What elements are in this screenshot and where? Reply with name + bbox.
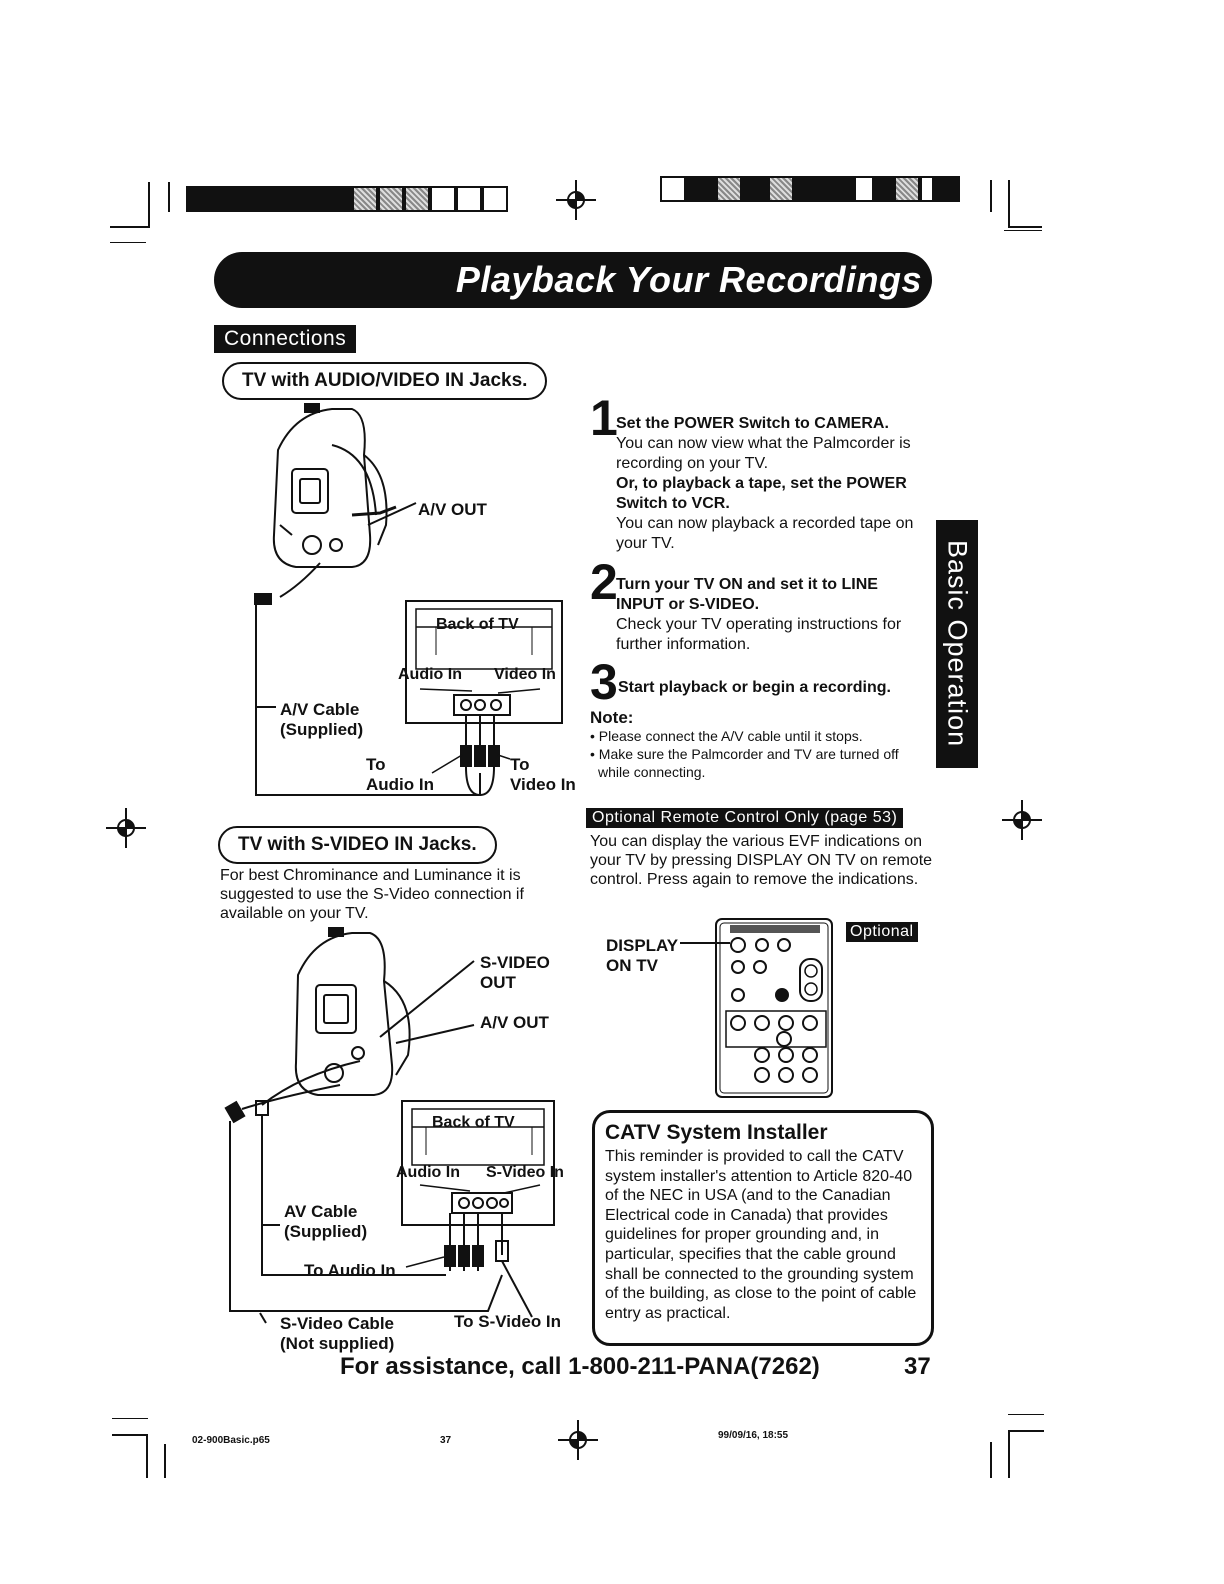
remote-description: You can display the various EVF indicati… xyxy=(590,832,935,889)
crop-mark xyxy=(1008,1414,1044,1415)
registration-crosshair-icon xyxy=(106,808,146,848)
crop-mark xyxy=(1008,1430,1044,1432)
note-item: • Make sure the Palmcorder and TV are tu… xyxy=(590,745,930,781)
crop-mark xyxy=(1008,180,1010,226)
tv-svideo-heading: TV with S-VIDEO IN Jacks. xyxy=(218,826,497,864)
svideo-description: For best Chrominance and Luminance it is… xyxy=(220,866,565,923)
video-in-label: Video In xyxy=(494,665,556,685)
audio-in-label-2: Audio In xyxy=(396,1163,460,1183)
step-number: 3 xyxy=(590,660,618,704)
registration-bar-left xyxy=(186,186,508,212)
svideo-out-label: S-VIDEO OUT xyxy=(480,953,550,993)
crop-mark xyxy=(110,226,150,228)
step-2: 2 Turn your TV ON and set it to LINE INP… xyxy=(590,560,920,655)
crop-mark xyxy=(112,1418,148,1419)
step-1: 1 Set the POWER Switch to CAMERA. You ca… xyxy=(590,396,930,554)
page-number: 37 xyxy=(904,1353,931,1381)
crop-mark xyxy=(1008,1430,1010,1478)
registration-crosshair-icon xyxy=(1002,800,1042,840)
av-out-label: A/V OUT xyxy=(418,500,487,520)
step-2-detail: Check your TV operating instructions for… xyxy=(616,616,901,653)
step-3: 3 Start playback or begin a recording. xyxy=(590,660,930,698)
page-title-text: Playback Your Recordings xyxy=(456,259,922,301)
crop-mark xyxy=(112,1434,148,1436)
step-3-instruction: Start playback or begin a recording. xyxy=(618,679,891,696)
crop-mark xyxy=(990,1442,992,1478)
back-of-tv-label: Back of TV xyxy=(436,615,519,635)
optional-badge: Optional xyxy=(846,922,918,942)
note-item: • Please connect the A/V cable until it … xyxy=(590,727,930,745)
section-heading-connections: Connections xyxy=(214,325,356,353)
registration-bar-right xyxy=(660,176,960,202)
crop-mark xyxy=(1004,230,1042,231)
crop-mark xyxy=(146,1434,148,1478)
registration-crosshair-icon xyxy=(558,1420,598,1460)
side-tab-basic-operation: Basic Operation xyxy=(936,520,978,768)
svideo-cable-label: S-Video Cable (Not supplied) xyxy=(280,1314,394,1354)
catv-installer-box: CATV System Installer This reminder is p… xyxy=(592,1110,934,1346)
optional-remote-heading: Optional Remote Control Only (page 53) xyxy=(586,808,903,828)
catv-text: This reminder is provided to call the CA… xyxy=(605,1147,921,1323)
to-audio-in-label: To Audio In xyxy=(366,755,434,795)
audio-in-label: Audio In xyxy=(398,665,462,685)
step-number: 1 xyxy=(590,396,618,440)
step-2-instruction: Turn your TV ON and set it to LINE INPUT… xyxy=(616,576,878,613)
to-svideo-in-label: To S-Video In xyxy=(454,1312,561,1332)
note-block: Note: • Please connect the A/V cable unt… xyxy=(590,708,930,781)
crop-mark xyxy=(110,242,146,243)
camcorder-av-connection-diagram xyxy=(240,395,580,805)
av-cable-label: A/V Cable (Supplied) xyxy=(280,700,363,740)
assistance-phone: For assistance, call 1-800-211-PANA(7262… xyxy=(340,1353,820,1381)
to-audio-in-label-2: To Audio In xyxy=(304,1261,396,1281)
crop-mark xyxy=(1008,226,1042,228)
display-on-tv-label: DISPLAY ON TV xyxy=(606,936,678,976)
svideo-in-label: S-Video In xyxy=(486,1163,564,1183)
step-1-detail: You can now view what the Palmcorder is … xyxy=(616,435,911,472)
step-1-instruction-alt: Or, to playback a tape, set the POWER Sw… xyxy=(616,475,907,512)
crop-mark xyxy=(990,180,992,212)
crop-mark xyxy=(164,1444,166,1478)
side-tab-label: Basic Operation xyxy=(942,540,973,747)
back-of-tv-label-2: Back of TV xyxy=(432,1113,515,1133)
remote-control-illustration xyxy=(680,915,840,1100)
av-cable-label-2: AV Cable (Supplied) xyxy=(284,1202,367,1242)
step-1-detail-alt: You can now playback a recorded tape on … xyxy=(616,515,913,552)
catv-heading: CATV System Installer xyxy=(605,1121,921,1145)
slug-filename: 02-900Basic.p65 xyxy=(192,1435,270,1446)
to-video-in-label: To Video In xyxy=(510,755,576,795)
note-heading: Note: xyxy=(590,708,930,727)
crop-mark xyxy=(168,182,170,212)
slug-date: 99/09/16, 18:55 xyxy=(718,1430,788,1441)
crop-mark xyxy=(148,182,150,228)
step-1-instruction: Set the POWER Switch to CAMERA. xyxy=(616,415,889,432)
page-title: Playback Your Recordings xyxy=(214,252,932,308)
registration-crosshair-icon xyxy=(556,180,596,220)
av-out-label-2: A/V OUT xyxy=(480,1013,549,1033)
step-number: 2 xyxy=(590,560,618,604)
slug-page: 37 xyxy=(440,1435,451,1446)
